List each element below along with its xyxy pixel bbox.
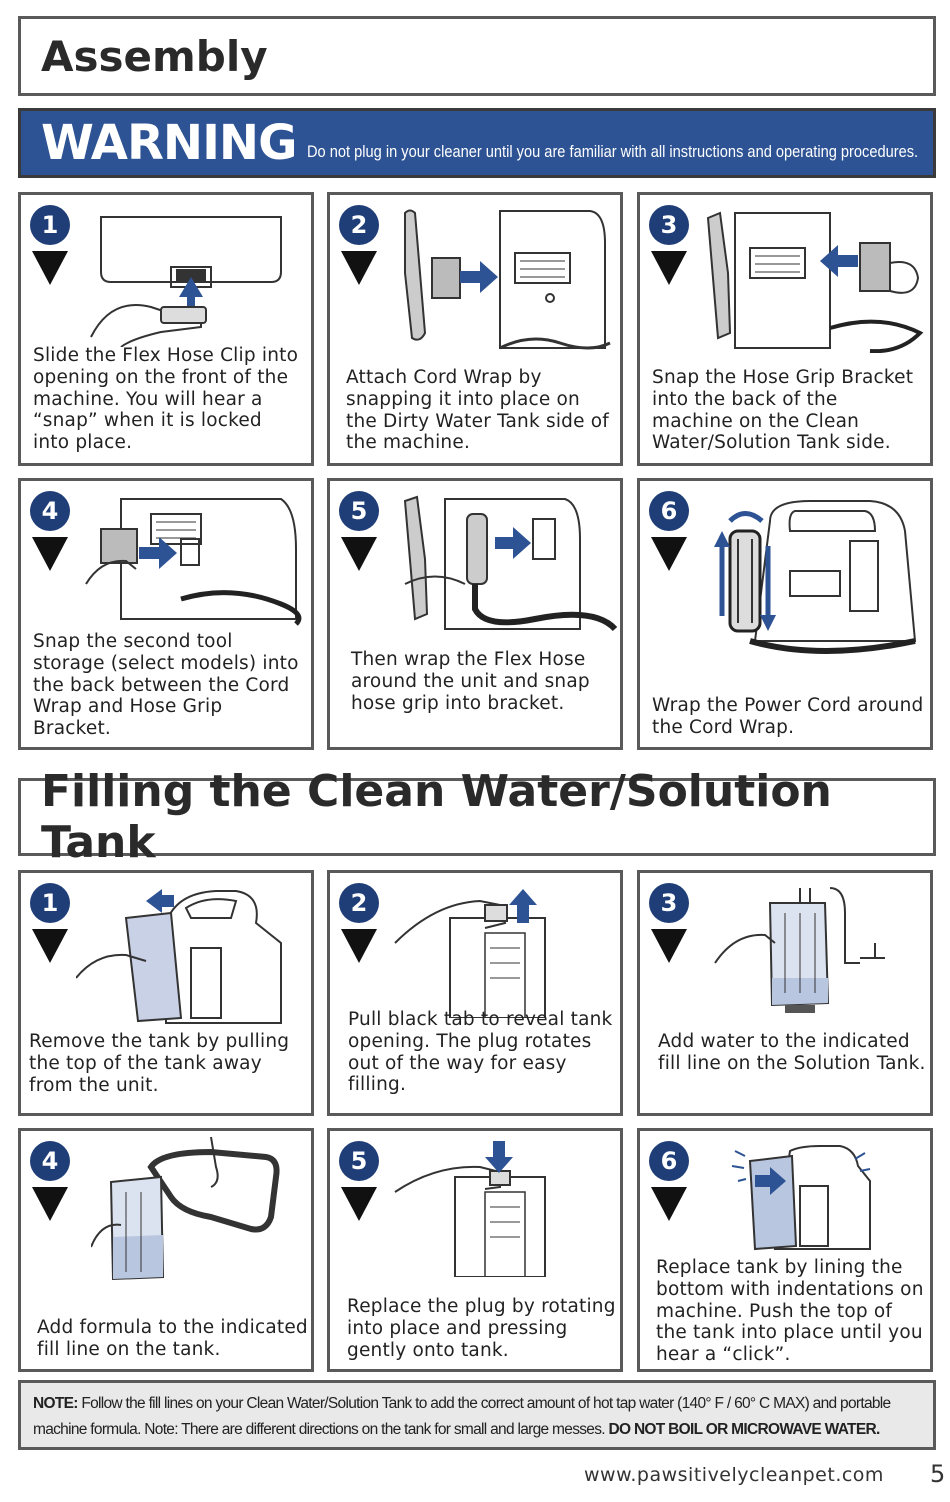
step-pointer-icon [651,251,687,285]
power-cord-wrap-illustration [714,500,917,654]
pull-tab-illustration [394,889,546,1018]
step-text: Add formula to the indicated fill line o… [37,1317,308,1360]
step-number-badge: 2 [339,205,379,245]
add-formula-illustration [91,1137,280,1281]
step-text: Snap the second tool storage (select mod… [33,631,299,740]
step-number-badge: 1 [30,205,70,245]
flex-hose-wrap-illustration [403,495,618,632]
step-pointer-icon [651,537,687,571]
filling-step-5: 5 Replace the plug by rotating into plac… [327,1128,623,1372]
step-pointer-icon [651,1187,687,1221]
tool-storage-illustration [85,498,302,626]
warning-text: Do not plug in your cleaner until you ar… [306,142,918,161]
assembly-step-1: 1 Slide the Flex Hose Clip into opening … [18,192,314,466]
note-label: NOTE: [33,1395,78,1412]
assembly-step-5: 5 Then wrap the Flex Hose around the uni… [327,478,623,750]
step-text: Remove the tank by pulling the top of th… [29,1031,290,1096]
step-text: Add water to the indicated fill line on … [658,1031,926,1074]
note-box: NOTE: Follow the fill lines on your Clea… [18,1380,936,1450]
cord-wrap-illustration [404,209,611,350]
step-number-badge: 2 [339,883,379,923]
flex-hose-clip-illustration [90,216,282,347]
step-pointer-icon [32,929,68,963]
add-water-illustration [714,887,885,1013]
step-number-badge: 4 [30,491,70,531]
step-text: Attach Cord Wrap by snapping it into pla… [346,367,609,454]
step-number-badge: 5 [339,1141,379,1181]
note-text: Follow the fill lines on your Clean Wate… [33,1395,891,1438]
replace-tank-illustration [731,1145,871,1251]
step-text: Replace the plug by rotating into place … [347,1296,616,1361]
assembly-step-4: 4 Snap the second tool storage (select m… [18,478,314,750]
step-text: Pull black tab to reveal tank opening. T… [348,1009,613,1096]
step-pointer-icon [651,929,687,963]
assembly-step-3: 3 Snap the Hose Grip Bracket into the ba… [637,192,933,466]
step-pointer-icon [32,1187,68,1221]
step-pointer-icon [32,251,68,285]
footer-website: www.pawsitivelycleanpet.com [584,1464,884,1486]
step-number-badge: 3 [649,883,689,923]
assembly-step-2: 2 Attach Cord Wrap by snapping it into p… [327,192,623,466]
step-pointer-icon [341,251,377,285]
filling-step-3: 3 Add water to the indicated fill line o… [637,870,933,1116]
step-text: Replace tank by lining the bottom with i… [656,1257,924,1366]
page-number: 5 [930,1460,946,1488]
step-pointer-icon [32,537,68,571]
remove-tank-illustration [76,889,282,1024]
step-text: Slide the Flex Hose Clip into opening on… [33,345,299,454]
step-number-badge: 5 [339,491,379,531]
filling-step-2: 2 Pull black tab to reveal tank opening.… [327,870,623,1116]
filling-step-4: 4 Add formula to the indicated fill line… [18,1128,314,1372]
warning-banner: WARNING Do not plug in your cleaner unti… [18,108,936,178]
step-text: Then wrap the Flex Hose around the unit … [351,649,590,714]
filling-step-6: 6 Replace tank by lining the bottom with… [637,1128,933,1372]
filling-step-1: 1 Remove the tank by pulling the top of … [18,870,314,1116]
step-number-badge: 6 [649,1141,689,1181]
step-pointer-icon [341,537,377,571]
step-pointer-icon [341,1187,377,1221]
step-pointer-icon [341,929,377,963]
step-number-badge: 1 [30,883,70,923]
step-text: Snap the Hose Grip Bracket into the back… [652,367,914,454]
note-emphasis: DO NOT BOIL OR MICROWAVE WATER. [608,1421,880,1438]
step-number-badge: 4 [30,1141,70,1181]
replace-plug-illustration [394,1141,546,1277]
assembly-section-title: Assembly [18,16,936,96]
filling-section-title: Filling the Clean Water/Solution Tank [18,766,936,868]
step-text: Wrap the Power Cord around the Cord Wrap… [652,695,924,738]
step-number-badge: 6 [649,491,689,531]
step-number-badge: 3 [649,205,689,245]
hose-grip-bracket-illustration [706,211,924,353]
warning-label: WARNING [41,115,297,171]
assembly-step-6: 6 Wrap the Power Cord around the Cord Wr… [637,478,933,750]
